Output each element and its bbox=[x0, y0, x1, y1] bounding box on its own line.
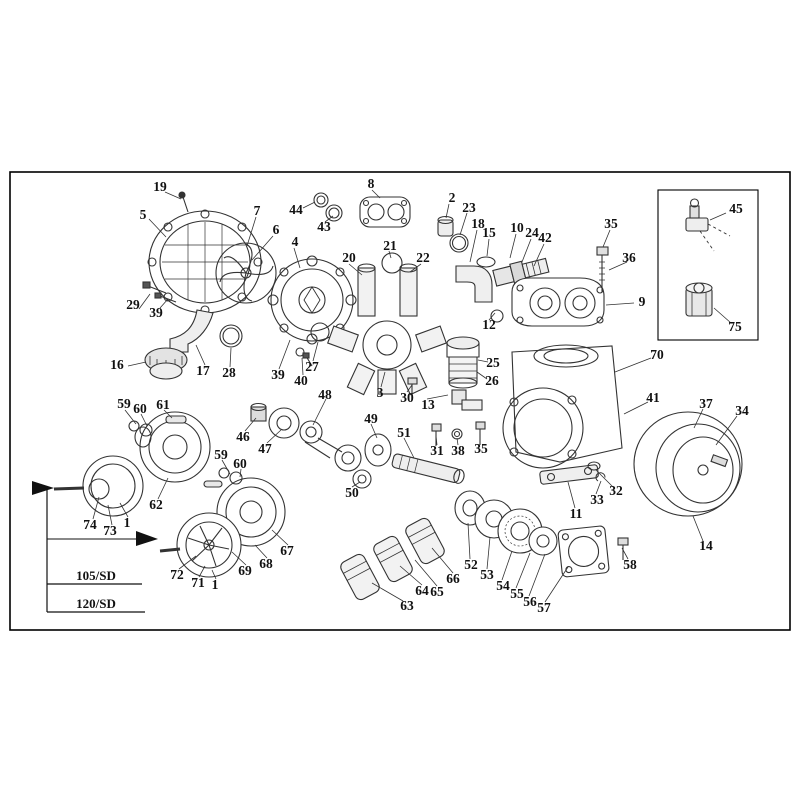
inset-parts-art bbox=[685, 198, 731, 317]
inset-box bbox=[657, 189, 759, 341]
leader-lines bbox=[92, 189, 738, 603]
crankshaft-art bbox=[454, 490, 629, 578]
pistons-art bbox=[340, 517, 445, 601]
outlet-elbow-art bbox=[455, 256, 504, 323]
pump-body-art bbox=[327, 252, 447, 396]
main-housing-art bbox=[502, 344, 623, 469]
diaphragm-assembly-1-art bbox=[128, 411, 211, 483]
model-label-105sd: 105/SD bbox=[76, 568, 116, 583]
valve-cover-art bbox=[511, 277, 605, 327]
hose-fitting-art bbox=[492, 257, 550, 287]
top-flange-art bbox=[313, 192, 411, 228]
bracket-art bbox=[539, 461, 606, 485]
valve-bottle-art bbox=[407, 336, 483, 411]
shaft-parts-art bbox=[250, 402, 465, 489]
model-bracket-art bbox=[46, 489, 145, 613]
cover-assembly-art bbox=[142, 191, 277, 315]
plug-art bbox=[437, 215, 469, 253]
bolt-art bbox=[596, 246, 609, 292]
elbow-fitting-art bbox=[144, 309, 243, 380]
model-label-120sd: 120/SD bbox=[76, 596, 116, 611]
bell-housing-art bbox=[633, 411, 743, 517]
flange-art bbox=[267, 255, 357, 367]
diaphragm-assembly-4-art bbox=[136, 512, 242, 578]
